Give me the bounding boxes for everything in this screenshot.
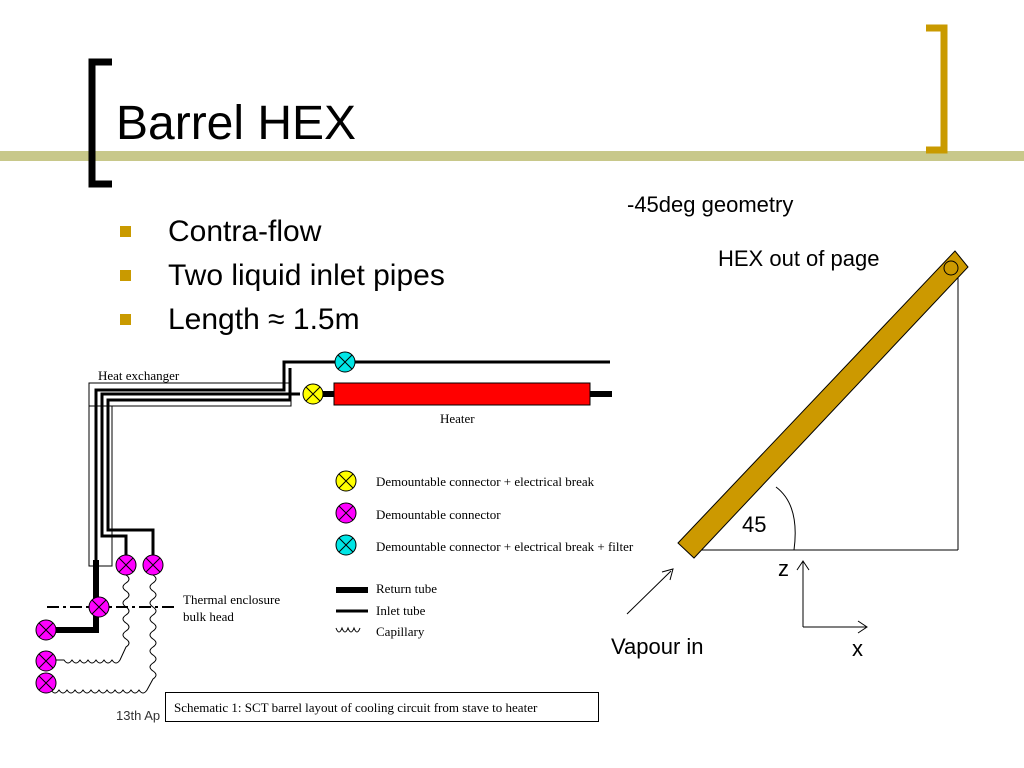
x-axis-arrow-icon [857,620,868,634]
angle-arc [775,486,796,551]
heater [333,382,591,406]
bulkhead-label: bulk head [183,609,234,624]
bullet-list: Contra-flow Two liquid inlet pipes Lengt… [120,210,445,342]
schematic-caption: Schematic 1: SCT barrel layout of coolin… [174,700,538,715]
z-axis-arrow-icon [796,560,810,571]
inlet-tube-third [106,368,292,565]
connector-icon [35,672,57,694]
heater-label: Heater [440,411,475,426]
bullet-item: Contra-flow [120,210,445,254]
bullet-text: Contra-flow [168,215,322,248]
bullet-item: Length ≈ 1.5m [120,298,445,342]
legend-label: Demountable connector + electrical break… [376,539,634,554]
vapour-in-label: Vapour in [611,634,704,659]
legend-label: Capillary [376,624,425,639]
legend-label: Inlet tube [376,603,426,618]
legend-break-icon [335,470,357,492]
x-axis-label: x [852,636,863,661]
hex-orientation-label: HEX out of page [718,246,880,271]
bullet-text: Length ≈ 1.5m [168,303,360,336]
connector-icon [88,596,110,618]
legend-label: Return tube [376,581,438,596]
footer-date: 13th Ap [116,708,161,723]
title-rule [0,151,1024,161]
bullet-marker-icon [120,270,131,281]
legend-label: Demountable connector [376,507,501,522]
hex-bar [677,250,969,559]
geometry-heading: -45deg geometry [627,192,794,217]
schematic-caption-box: Schematic 1: SCT barrel layout of coolin… [165,692,599,722]
z-axis-label: z [778,556,789,581]
bullet-item: Two liquid inlet pipes [120,254,445,298]
inlet-tube-upper [94,360,610,560]
vapour-arrow-head-icon [661,568,674,581]
right-bracket [926,24,948,154]
legend-connector-icon [335,502,357,524]
legend-filter-icon [335,534,357,556]
connector-filter-icon [334,351,356,373]
capillary-coil [46,574,157,694]
left-bracket [88,58,112,188]
vapour-arrow [626,570,672,615]
return-tube-left [47,560,99,633]
legend-capillary-icon [335,626,361,633]
connector-break-icon [302,383,324,405]
connector-icon [35,619,57,641]
legend-label: Demountable connector + electrical break [376,474,595,489]
inlet-tube-lower [100,392,300,565]
angle-label: 45 [742,512,767,537]
bulkhead-label: Thermal enclosure [183,592,281,607]
capillary-coil [47,574,130,664]
bullet-marker-icon [120,226,131,237]
connector-icon [115,554,137,576]
hex-tube-end-icon [943,260,959,276]
slide-title: Barrel HEX [116,97,357,150]
bullet-marker-icon [120,314,131,325]
connector-icon [142,554,164,576]
connector-icon [35,650,57,672]
heat-exchanger-label: Heat exchanger [98,368,180,383]
bullet-text: Two liquid inlet pipes [168,259,445,292]
